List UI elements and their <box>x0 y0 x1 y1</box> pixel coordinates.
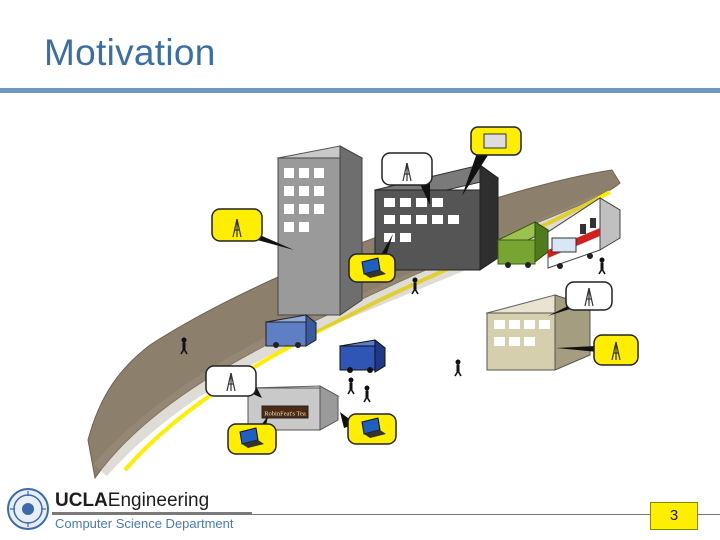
ucla-engineering-logo: UCLAEngineering <box>55 490 209 512</box>
page-number: 3 <box>650 502 698 530</box>
blue-van-lower <box>340 340 385 373</box>
footer-divider-accent <box>52 512 252 514</box>
logo-ucla-text: UCLA <box>55 490 108 511</box>
city-scene-illustration: RobinFeat's Tea <box>0 0 720 500</box>
department-name: Computer Science Department <box>55 516 233 531</box>
logo-engineering-text: Engineering <box>108 490 209 511</box>
ucla-seal-icon <box>6 487 50 531</box>
shop-sign-text: RobinFeat's Tea <box>264 411 306 418</box>
bubble-tower-bottom <box>206 366 262 398</box>
tall-building <box>278 146 362 315</box>
footer-divider <box>52 514 720 515</box>
